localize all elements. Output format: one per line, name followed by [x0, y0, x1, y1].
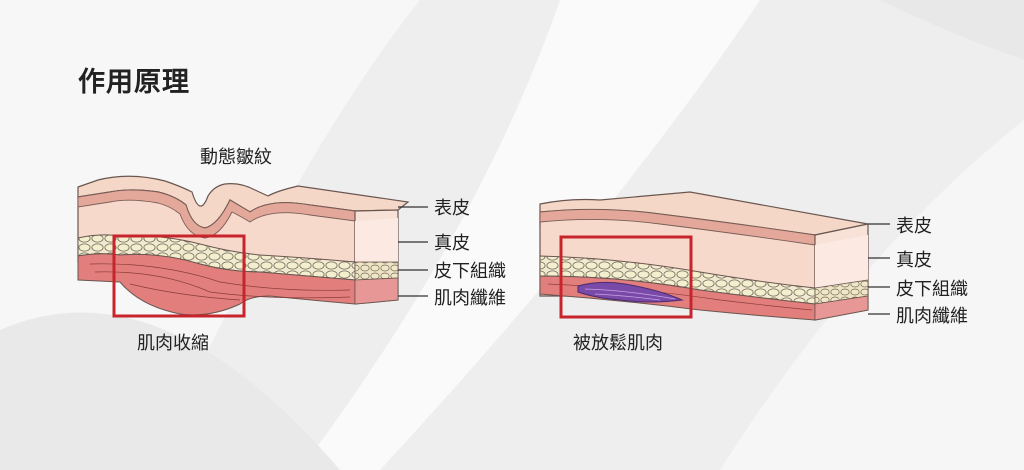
right-skin-block	[539, 191, 869, 321]
right-layer-epidermis: 表皮	[896, 216, 932, 237]
right-layer-subcutaneous: 皮下組織	[896, 279, 968, 300]
left-layer-subcutaneous: 皮下組織	[434, 261, 506, 282]
left-highlight-box	[112, 234, 246, 318]
page-title: 作用原理	[78, 67, 190, 98]
left-layer-muscle: 肌肉纖維	[434, 288, 506, 309]
right-leaders	[868, 223, 890, 315]
left-skin-block	[77, 175, 410, 318]
right-bottom-label: 被放鬆肌肉	[573, 333, 663, 354]
left-layer-dermis: 真皮	[434, 233, 470, 254]
left-top-label: 動態皺紋	[200, 147, 272, 168]
left-leaders	[398, 206, 428, 297]
right-highlight-box	[559, 235, 693, 319]
right-layer-muscle: 肌肉纖維	[896, 306, 968, 327]
left-layer-epidermis: 表皮	[434, 198, 470, 219]
left-bottom-label: 肌肉收縮	[137, 333, 209, 354]
right-layer-dermis: 真皮	[896, 250, 932, 271]
